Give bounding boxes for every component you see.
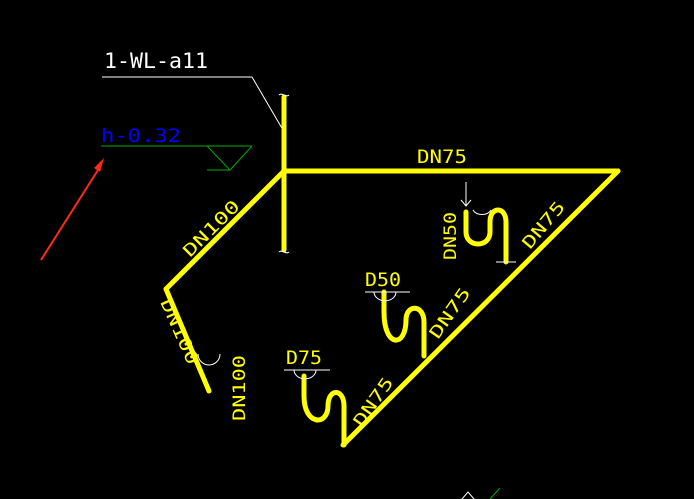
label-d75: D75 bbox=[286, 347, 322, 369]
fixture-arcs bbox=[197, 209, 492, 380]
trap-right bbox=[463, 207, 509, 265]
label-d50: D50 bbox=[365, 269, 401, 291]
stack-end-marks bbox=[278, 93, 290, 254]
label-dn50-vertical: DN50 bbox=[441, 212, 461, 260]
pipe-dn100-diagonal bbox=[163, 168, 287, 292]
pipe-network bbox=[163, 94, 621, 448]
label-dn100-vertical: DN100 bbox=[230, 355, 250, 421]
trap-low bbox=[301, 373, 347, 448]
label-dn75-top: DN75 bbox=[417, 146, 467, 168]
offscreen-fragment bbox=[461, 487, 501, 499]
pipe-dn100-leg bbox=[163, 286, 212, 394]
red-pointer-arrow bbox=[40, 158, 104, 261]
elevation-label: h-0.32 bbox=[101, 125, 181, 147]
trap-mid bbox=[381, 289, 427, 359]
cleanout-arrow-icon bbox=[460, 182, 472, 207]
pipe-dn75-diagonal bbox=[340, 168, 621, 448]
pipe-id-leader bbox=[102, 76, 284, 131]
pipe-id-label: 1-WL-a11 bbox=[104, 49, 208, 73]
